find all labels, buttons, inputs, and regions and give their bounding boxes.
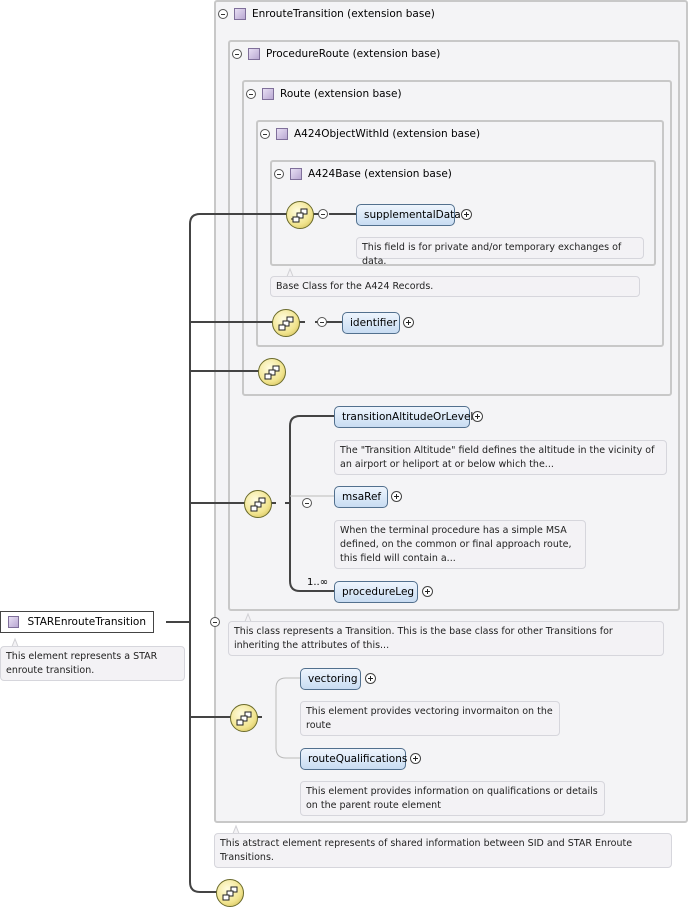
sequence-compositor-icon[interactable]	[230, 704, 258, 732]
collapse-icon[interactable]	[209, 617, 220, 627]
collapse-icon[interactable]	[260, 129, 270, 139]
route-qualifications-doc: This element provides information on qua…	[300, 781, 605, 816]
transition-altitude-label: transitionAltitudeOrLevel	[342, 411, 474, 423]
expand-icon[interactable]	[391, 491, 402, 502]
expand-icon[interactable]	[410, 753, 421, 764]
identifier-label: identifier	[350, 317, 398, 329]
enroute-transition-header[interactable]: EnrouteTransition (extension base)	[218, 6, 435, 22]
procedure-leg-element[interactable]: procedureLeg	[334, 581, 421, 606]
enroute-transition-doc: This atstract element represents of shar…	[214, 833, 672, 868]
procedure-leg-label: procedureLeg	[342, 586, 415, 598]
msa-ref-label: msaRef	[342, 491, 382, 503]
procedure-route-label: ProcedureRoute (extension base)	[266, 48, 441, 60]
supplemental-data-label: supplementalData	[364, 209, 461, 221]
a424-object-with-id-group	[256, 120, 664, 347]
collapse-icon[interactable]	[302, 498, 313, 508]
sequence-compositor-icon[interactable]	[272, 309, 300, 337]
a424-base-doc-text: Base Class for the A424 Records.	[276, 281, 434, 292]
expand-icon[interactable]	[472, 411, 483, 422]
complex-type-icon	[290, 168, 302, 180]
supplemental-data-doc: This field is for private and/or tempora…	[356, 237, 644, 267]
a424-object-with-id-label: A424ObjectWithId (extension base)	[294, 128, 481, 140]
route-header[interactable]: Route (extension base)	[246, 86, 402, 102]
transition-altitude-doc-text: The "Transition Altitude" field defines …	[340, 445, 655, 470]
complex-type-icon	[8, 616, 20, 628]
a424-base-header[interactable]: A424Base (extension base)	[274, 166, 452, 182]
route-qualifications-doc-text: This element provides information on qua…	[306, 786, 598, 811]
transition-doc: This class represents a Transition. This…	[228, 621, 664, 656]
transition-altitude-doc: The "Transition Altitude" field defines …	[334, 440, 667, 475]
procedure-leg-multiplicity: 1..∞	[307, 577, 329, 588]
transition-altitude-element[interactable]: transitionAltitudeOrLevel	[334, 406, 474, 431]
root-element-doc: This element represents a STAR enroute t…	[0, 646, 185, 681]
sequence-compositor-icon[interactable]	[286, 201, 314, 229]
collapse-icon[interactable]	[318, 209, 328, 219]
enroute-transition-label: EnrouteTransition (extension base)	[252, 8, 435, 20]
complex-type-icon	[276, 128, 288, 140]
route-qualifications-label: routeQualifications	[308, 753, 408, 765]
complex-type-icon	[262, 88, 274, 100]
supplemental-data-element[interactable]: supplementalData	[356, 204, 461, 229]
expand-icon[interactable]	[403, 317, 414, 328]
expand-icon[interactable]	[461, 209, 472, 220]
expand-icon[interactable]	[365, 673, 376, 684]
complex-type-icon	[234, 8, 246, 20]
a424-object-with-id-header[interactable]: A424ObjectWithId (extension base)	[260, 126, 480, 142]
enroute-transition-doc-text: This atstract element represents of shar…	[220, 838, 633, 863]
identifier-element[interactable]: identifier	[342, 312, 403, 337]
collapse-icon[interactable]	[274, 169, 284, 179]
vectoring-doc: This element provides vectoring invormai…	[300, 701, 560, 736]
transition-doc-text: This class represents a Transition. This…	[234, 626, 613, 651]
sequence-compositor-icon[interactable]	[258, 358, 286, 386]
procedure-route-header[interactable]: ProcedureRoute (extension base)	[232, 46, 440, 62]
msa-ref-element[interactable]: msaRef	[334, 486, 391, 511]
procedure-route-group	[228, 40, 680, 611]
route-label: Route (extension base)	[280, 88, 402, 100]
sequence-compositor-icon[interactable]	[216, 879, 244, 907]
collapse-icon[interactable]	[317, 317, 328, 327]
route-qualifications-element[interactable]: routeQualifications	[300, 748, 409, 773]
msa-ref-doc-text: When the terminal procedure has a simple…	[340, 525, 572, 564]
a424-base-label: A424Base (extension base)	[308, 168, 452, 180]
complex-type-icon	[248, 48, 260, 60]
vectoring-doc-text: This element provides vectoring invormai…	[306, 706, 553, 731]
supplemental-data-doc-text: This field is for private and/or tempora…	[362, 242, 622, 267]
collapse-icon[interactable]	[218, 9, 228, 19]
root-element-label: STAREnrouteTransition	[27, 616, 146, 628]
collapse-icon[interactable]	[232, 49, 242, 59]
root-element[interactable]: STAREnrouteTransition	[0, 611, 154, 633]
sequence-compositor-icon[interactable]	[244, 490, 272, 518]
vectoring-label: vectoring	[308, 673, 358, 685]
vectoring-element[interactable]: vectoring	[300, 668, 364, 693]
expand-icon[interactable]	[422, 586, 433, 597]
a424-base-doc: Base Class for the A424 Records.	[270, 276, 640, 297]
msa-ref-doc: When the terminal procedure has a simple…	[334, 520, 586, 569]
collapse-icon[interactable]	[246, 89, 256, 99]
root-element-doc-text: This element represents a STAR enroute t…	[6, 651, 158, 676]
route-group	[242, 80, 672, 396]
